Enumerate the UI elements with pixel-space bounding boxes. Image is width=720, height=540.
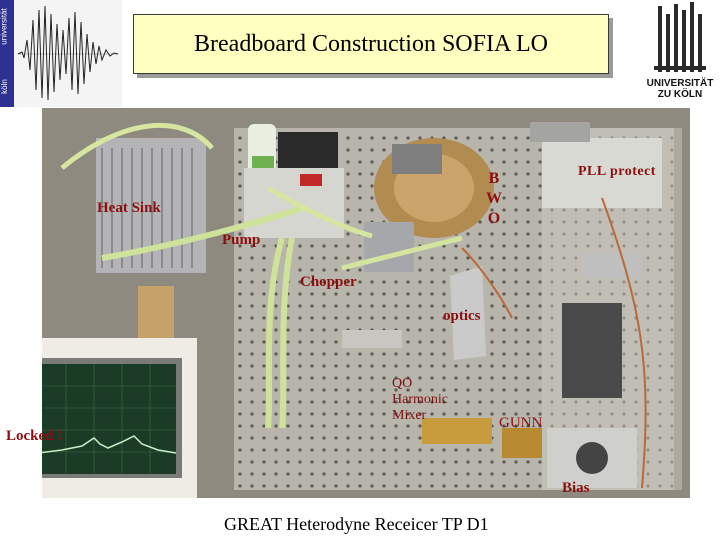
label-locked: Locked !	[6, 428, 63, 444]
label-bwo-o: O	[487, 210, 501, 227]
slide-caption: GREAT Heterodyne Receicer TP D1	[224, 514, 489, 534]
university-logo: UNIVERSITÄT ZU KÖLN	[640, 0, 720, 107]
label-heat-sink: Heat Sink	[97, 200, 161, 216]
label-optics: optics	[443, 308, 481, 324]
logo-strip-text-1: universität	[0, 8, 9, 45]
logo-strip: universität köln	[0, 0, 14, 107]
label-pump: Pump	[222, 232, 261, 248]
university-name-line1: UNIVERSITÄT	[646, 78, 714, 89]
label-qo-line2: Harmonic	[392, 392, 448, 407]
university-name: UNIVERSITÄT ZU KÖLN	[640, 78, 720, 100]
label-qo-line3: Mixer	[392, 408, 427, 423]
university-emblem-icon	[654, 2, 706, 72]
label-chopper: Chopper	[300, 274, 357, 290]
label-gunn: GUNN	[499, 415, 543, 431]
label-qo-line1: QO	[392, 376, 413, 391]
label-pll-protect: PLL protect	[578, 164, 656, 179]
label-bwo-b: B	[488, 170, 500, 187]
logo-strip-text-2: köln	[0, 79, 9, 94]
page-title: Breadboard Construction SOFIA LO	[194, 30, 548, 57]
title-box: Breadboard Construction SOFIA LO	[133, 14, 609, 74]
label-bwo-w: W	[486, 190, 502, 207]
label-bwo: B W O	[485, 169, 503, 229]
label-bias: Bias	[562, 480, 590, 496]
waveform-logo-image	[14, 0, 122, 107]
breadboard-photo	[42, 108, 690, 498]
left-logo: universität köln	[0, 0, 122, 107]
label-qo-harmonic-mixer: QO Harmonic Mixer	[392, 376, 448, 424]
university-name-line2: ZU KÖLN	[657, 89, 703, 100]
